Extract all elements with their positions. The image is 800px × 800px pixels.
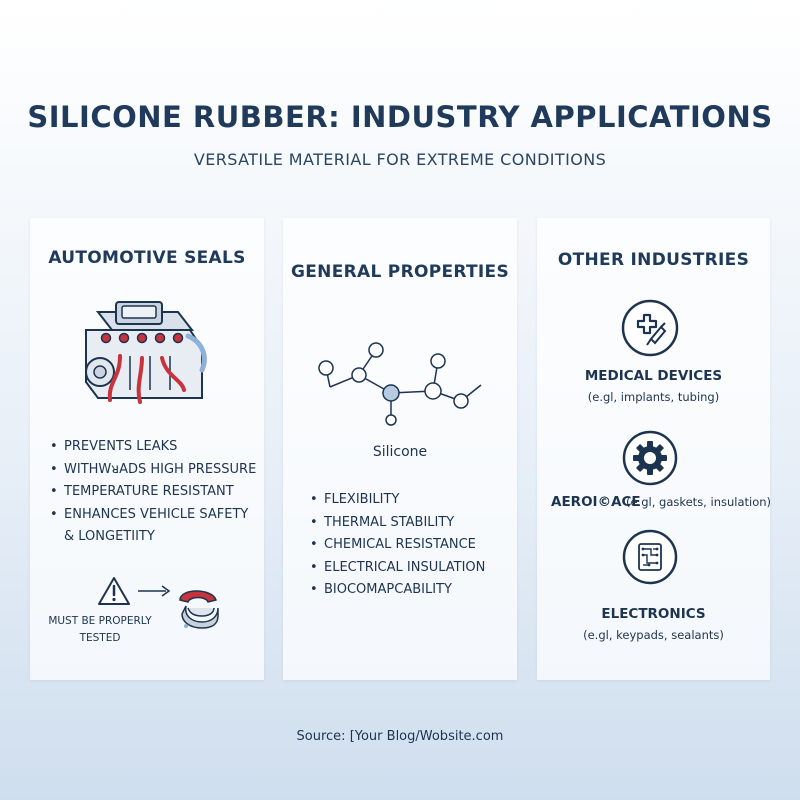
automotive-card: AUTOMOTIVE SEALS	[30, 218, 264, 680]
molecule-label: Silicone	[372, 444, 428, 460]
molecule-diagram-icon	[318, 342, 482, 426]
medical-cross-icon	[621, 299, 679, 357]
list-item: •TEMPERATURE RESISTANT	[50, 484, 234, 499]
automotive-bullet-list: •PREVENTS LEAKS •WITHWᴚADS HIGH PRESSURE…	[50, 436, 256, 549]
page-title: SILICONE RUBBER: INDUSTRY APPLICATIONS	[27, 100, 773, 134]
warning-text: MUST BE PROPERLY TESTED	[48, 615, 152, 644]
industry-name-electronics: ELECTRONICS	[601, 606, 706, 622]
automotive-title: AUTOMOTIVE SEALS	[48, 248, 246, 268]
list-item: •PREVENTS LEAKS	[50, 439, 178, 454]
engine-illustration-icon	[85, 301, 207, 404]
list-item: •ELECTRICAL INSULATION	[310, 559, 486, 575]
list-item: •ENHANCES VEHICLE SAFETY	[50, 506, 249, 522]
warning-triangle-icon	[98, 577, 130, 605]
broken-seal-icon	[179, 590, 219, 629]
list-item: •FLEXIBILITY	[310, 492, 400, 507]
list-item: •THERMAL STABILITY	[310, 514, 455, 530]
industry-desc-medical: (e.gl, implants, tubing)	[587, 390, 720, 404]
industry-desc-electronics: (e.gl, keypads, sealants)	[583, 628, 724, 642]
general-properties-title: GENERAL PROPERTIES	[291, 262, 509, 282]
industry-name-aerospace: AEROI©ACE	[551, 494, 641, 510]
circuit-board-icon	[622, 529, 678, 585]
list-item: •BIOCOMAPCABILITY	[310, 582, 452, 597]
industry-desc-aerospace: (e.gl, gaskets, insulation)	[626, 495, 772, 509]
page-subtitle: VERSATILE MATERIAL FOR EXTREME CONDITION…	[193, 150, 607, 169]
gear-icon	[622, 430, 678, 486]
other-industries-title: OTHER INDUSTRIES	[557, 250, 750, 270]
source-footer: Source: [Your Blog/Wobsite.com	[296, 729, 504, 744]
arrow-right-icon	[138, 585, 171, 597]
list-item-continuation: & LONGETIITY	[64, 529, 155, 544]
list-item: •WITHWᴚADS HIGH PRESSURE	[50, 461, 257, 477]
general-properties-card: GENERAL PROPERTIES	[283, 218, 517, 680]
industry-name-medical: MEDICAL DEVICES	[584, 368, 723, 384]
list-item: •CHEMICAL RESISTANCE	[310, 537, 476, 552]
general-bullet-list: •FLEXIBILITY •THERMAL STABILITY •CHEMICA…	[310, 489, 485, 602]
